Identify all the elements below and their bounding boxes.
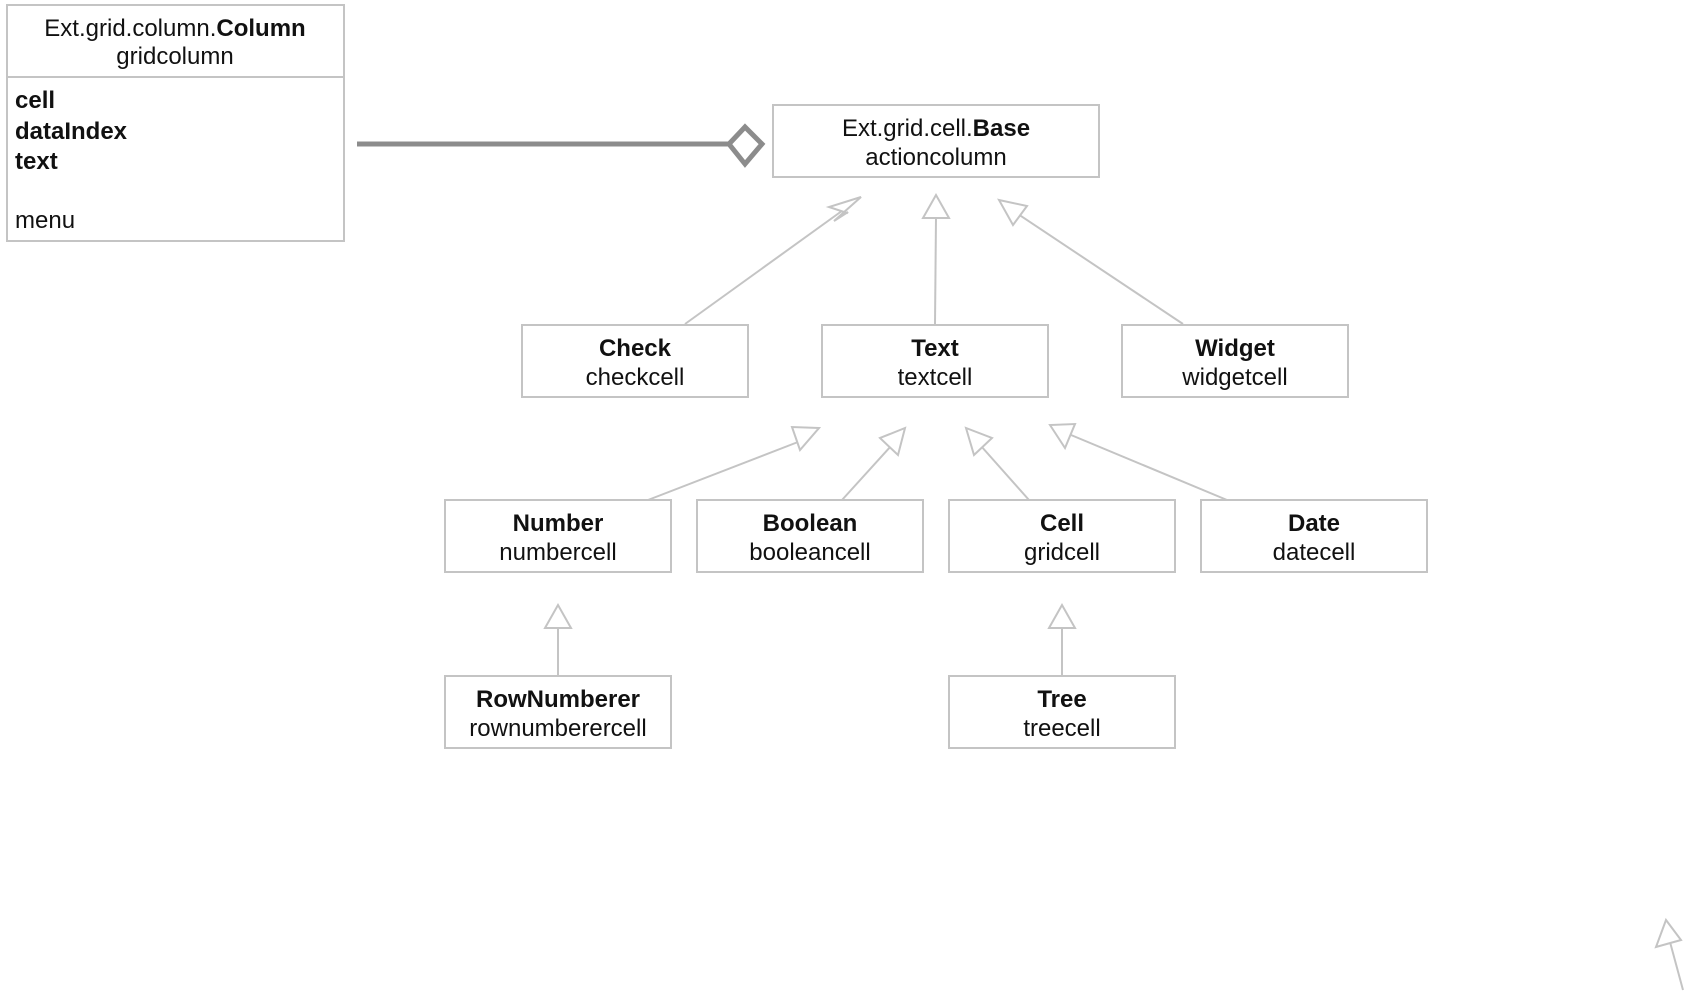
edge-date-to-text: [1070, 434, 1228, 501]
class-check-name: Check: [599, 335, 672, 362]
class-boolean: Boolean booleancell: [696, 499, 924, 573]
class-text-name: Text: [911, 335, 959, 362]
config-menu: menu: [15, 207, 75, 234]
config-dataindex: dataIndex: [15, 118, 128, 145]
class-check-alias: checkcell: [586, 364, 685, 391]
class-column-title: Ext.grid.column.Column: [44, 15, 305, 42]
class-tree-alias: treecell: [1023, 715, 1100, 742]
class-boolean-alias: booleancell: [749, 539, 870, 566]
edge-tree-to-cell-arrowhead: [1047, 602, 1077, 629]
edge-offscreen-arrowhead: [1654, 917, 1683, 949]
config-cell: cell: [15, 87, 55, 114]
class-base-title: Ext.grid.cell.Base: [842, 115, 1030, 142]
class-boolean-box: [696, 499, 924, 573]
class-column-box: [6, 4, 345, 242]
class-check-box: [521, 324, 749, 398]
class-widget-alias: widgetcell: [1181, 364, 1287, 391]
class-tree: Tree treecell: [948, 675, 1176, 749]
class-number-alias: numbercell: [499, 539, 616, 566]
edge-widget-to-base-arrowhead: [997, 198, 1029, 227]
edge-widget-to-base: [1014, 211, 1184, 325]
class-date: Date datecell: [1200, 499, 1428, 573]
class-cell-box: [948, 499, 1176, 573]
class-boolean-name: Boolean: [763, 510, 858, 537]
edge-offscreen: [1669, 941, 1684, 991]
class-text-alias: textcell: [898, 364, 973, 391]
class-cell-name: Cell: [1040, 510, 1084, 537]
edge-boolean-to-text: [841, 445, 892, 501]
class-number-name: Number: [513, 510, 604, 537]
class-widget-name: Widget: [1195, 335, 1275, 362]
class-cell-alias: gridcell: [1024, 539, 1100, 566]
class-rownumberer-box: [444, 675, 672, 749]
inheritance-edges: [543, 192, 1684, 991]
class-base-alias: actioncolumn: [865, 144, 1006, 171]
class-base-box: [772, 104, 1100, 178]
edge-number-to-text: [647, 441, 799, 501]
config-text: text: [15, 148, 58, 175]
class-widget: Widget widgetcell: [1121, 324, 1349, 398]
edge-check-to-base: [684, 207, 847, 325]
edge-boolean-to-text-arrowhead: [878, 426, 907, 457]
class-date-box: [1200, 499, 1428, 573]
edge-rownumberer-to-number-arrowhead: [543, 602, 573, 629]
class-check: Check checkcell: [521, 324, 749, 398]
class-cell: Cell gridcell: [948, 499, 1176, 573]
aggregation-diamond-icon: [725, 123, 766, 168]
class-widget-box: [1121, 324, 1349, 398]
edge-date-to-text-arrowhead: [1048, 422, 1077, 451]
edge-cell-to-text: [980, 445, 1030, 501]
class-column-alias: gridcolumn: [116, 43, 233, 70]
edge-text-to-base-arrowhead: [921, 192, 951, 219]
edge-text-to-base: [934, 216, 937, 325]
class-date-alias: datecell: [1273, 539, 1356, 566]
class-column: Ext.grid.column.Column gridcolumn cell d…: [6, 4, 345, 242]
association-column-base: [357, 123, 766, 168]
edge-number-to-text-arrowhead: [790, 425, 822, 452]
class-tree-box: [948, 675, 1176, 749]
class-rownumberer-alias: rownumberercell: [469, 715, 646, 742]
class-text: Text textcell: [821, 324, 1049, 398]
class-base: Ext.grid.cell.Base actioncolumn: [772, 104, 1100, 178]
class-rownumberer-name: RowNumberer: [476, 686, 640, 713]
class-number-box: [444, 499, 672, 573]
class-number: Number numbercell: [444, 499, 672, 573]
class-date-name: Date: [1288, 510, 1340, 537]
class-tree-name: Tree: [1037, 686, 1086, 713]
class-text-box: [821, 324, 1049, 398]
edge-check-to-base-arrowhead: [825, 196, 862, 222]
class-rownumberer: RowNumberer rownumberercell: [444, 675, 672, 749]
edge-cell-to-text-arrowhead: [964, 426, 994, 457]
